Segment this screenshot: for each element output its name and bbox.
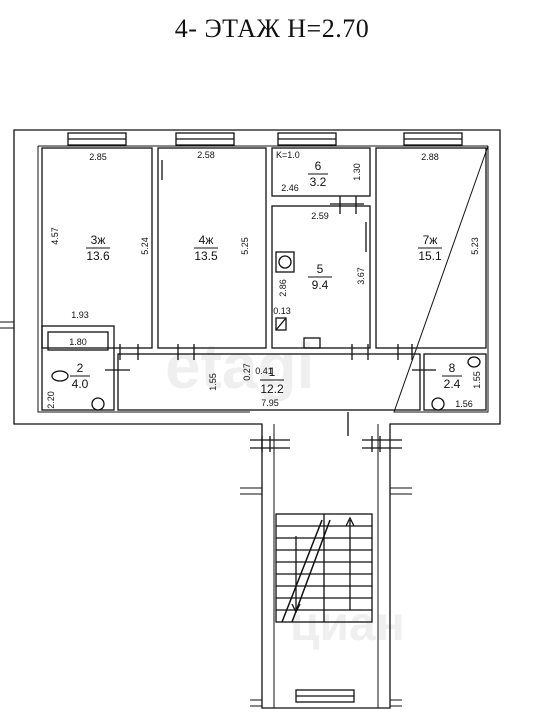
room-8-outline	[423, 353, 487, 411]
room-7-area: 15.1	[418, 249, 442, 263]
dim-r7-top: 2.88	[421, 152, 439, 162]
room-1-outline	[117, 353, 421, 411]
dim-r3-top: 2.85	[89, 152, 107, 162]
room-3-outline	[41, 147, 153, 349]
room-7-number: 7ж	[423, 233, 438, 247]
room-2-number: 2	[77, 361, 84, 375]
room-8-number: 8	[449, 361, 456, 375]
dim-r5-small: 0.13	[273, 306, 291, 316]
room-1-area: 12.2	[260, 382, 284, 396]
floor-title: 4- ЭТАЖ H=2.70	[174, 14, 370, 43]
dim-r6-height: 1.30	[352, 163, 362, 181]
room-2-area: 4.0	[72, 377, 89, 391]
outer-wall	[13, 129, 501, 709]
dim-r6-bottom: 2.46	[281, 183, 299, 193]
room-5-number: 5	[317, 262, 324, 276]
room-3-number: 3ж	[91, 233, 106, 247]
dim-r7-right: 5.23	[470, 237, 480, 255]
dim-r8-bottom: 1.56	[455, 399, 473, 409]
dim-bath: 1.80	[69, 337, 87, 347]
dim-r5-right: 3.67	[356, 267, 366, 285]
dim-hall-b: 0.41	[255, 366, 273, 376]
dim-k: K=1.0	[276, 150, 300, 160]
stove-icon	[275, 251, 295, 273]
dim-hall-a: 0.27	[242, 363, 252, 381]
dim-r4-top: 2.58	[197, 150, 215, 160]
dim-hall-length: 7.95	[261, 398, 279, 408]
dim-r5-left: 2.86	[278, 279, 288, 297]
watermark-top: etagi	[165, 330, 314, 402]
dim-r3-bottom: 1.93	[71, 310, 89, 320]
room-4-outline	[157, 147, 267, 349]
room-6-area: 3.2	[310, 175, 327, 189]
room-5-area: 9.4	[312, 278, 329, 292]
dim-hall-side: 1.55	[208, 373, 218, 391]
dim-r4-right: 5.25	[240, 237, 250, 255]
room-4-area: 13.5	[194, 249, 218, 263]
room-6-number: 6	[315, 159, 322, 173]
room-5-outline	[271, 205, 371, 349]
room-1-number: 1	[269, 365, 276, 379]
dim-r8-side: 1.55	[472, 371, 482, 389]
room-4-number: 4ж	[199, 233, 214, 247]
dim-r2-side: 2.20	[46, 391, 56, 409]
room-6-outline	[271, 147, 371, 197]
room-7-outline	[375, 147, 487, 349]
room-8-area: 2.4	[444, 377, 461, 391]
room-2-outline	[41, 325, 115, 411]
dim-r3-right: 5.24	[140, 237, 150, 255]
watermark-bottom: циан	[290, 598, 405, 651]
room-3-area: 13.6	[86, 249, 110, 263]
dim-r3-side: 4.57	[50, 227, 60, 245]
dim-r5-top: 2.59	[311, 211, 329, 221]
